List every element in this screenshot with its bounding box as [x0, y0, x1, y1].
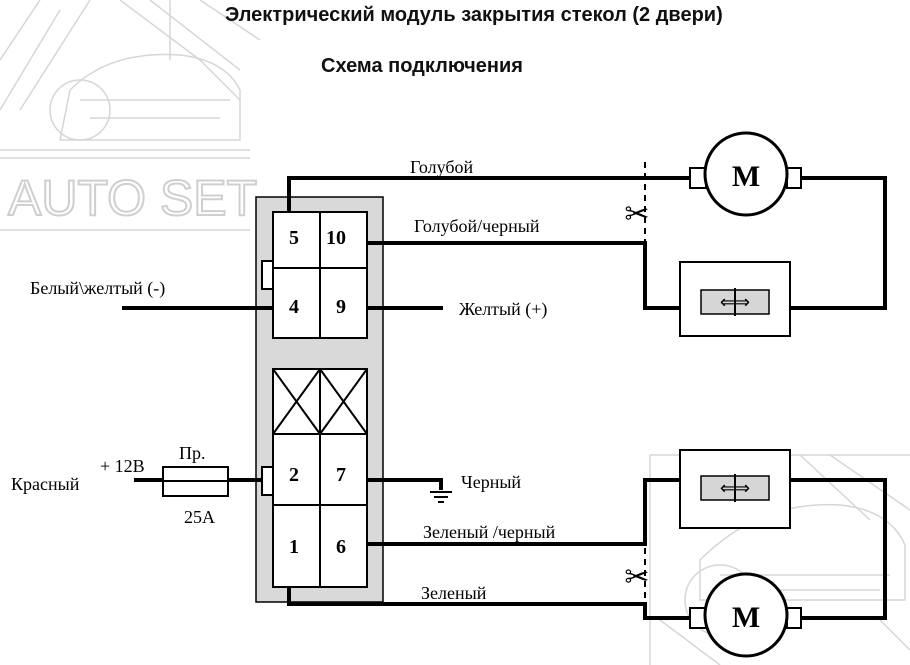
pin-4: 4 — [289, 296, 299, 318]
label-red: Красный — [11, 474, 80, 494]
pin-7: 7 — [336, 464, 346, 486]
upper-connector: 5 10 4 9 — [261, 211, 368, 339]
label-yellow: Желтый (+) — [459, 299, 547, 320]
label-fuse-rating: 25А — [184, 507, 215, 527]
lower-connector: 2 7 1 6 — [261, 368, 368, 588]
label-plus12v: + 12В — [100, 456, 145, 476]
upper-connector-latch — [261, 260, 274, 290]
pin-9: 9 — [336, 296, 346, 318]
motor-upper: M — [689, 131, 802, 217]
pin-6: 6 — [336, 536, 346, 558]
watermark-car-sketch-top — [0, 0, 261, 159]
wire-blue-black — [367, 241, 680, 310]
label-white-yellow: Белый\желтый (-) — [30, 278, 165, 299]
switch-upper: ⇐⇒ — [679, 261, 791, 337]
label-green-black: Зеленый /черный — [423, 522, 556, 542]
blocked-cells — [272, 368, 368, 435]
scissors-icon-upper: ✂ — [624, 197, 649, 232]
diagram-subtitle: Схема подключения — [321, 55, 523, 77]
motor-lower-label: M — [732, 601, 760, 634]
lower-connector-latch — [261, 466, 274, 496]
label-blue: Голубой — [410, 157, 473, 177]
pin-1: 1 — [289, 536, 299, 558]
scissors-icon-lower: ✂ — [624, 560, 649, 595]
ground-icon — [430, 491, 452, 503]
wire-green-black — [367, 478, 680, 546]
motor-upper-label: M — [732, 160, 760, 193]
label-blue-black: Голубой/черный — [414, 216, 540, 236]
label-green: Зеленый — [421, 583, 487, 603]
label-black: Черный — [461, 472, 521, 492]
label-fuse: Пр. — [179, 443, 206, 463]
diagram-title: Электрический модуль закрытия стекол (2 … — [225, 4, 723, 26]
pin-10: 10 — [326, 227, 346, 249]
pin-5: 5 — [289, 227, 299, 249]
wire-green-return — [790, 478, 887, 620]
motor-lower: M — [689, 572, 802, 658]
pin-2: 2 — [289, 464, 299, 486]
watermark-text: AUTO SET — [8, 170, 257, 226]
switch-upper-arrows: ⇐⇒ — [720, 292, 750, 312]
switch-lower: ⇐⇒ — [679, 449, 791, 529]
wire-blue-return — [790, 176, 887, 310]
wire-blue — [287, 176, 690, 212]
wire-black-ground — [367, 478, 443, 490]
switch-lower-arrows: ⇐⇒ — [720, 478, 750, 498]
